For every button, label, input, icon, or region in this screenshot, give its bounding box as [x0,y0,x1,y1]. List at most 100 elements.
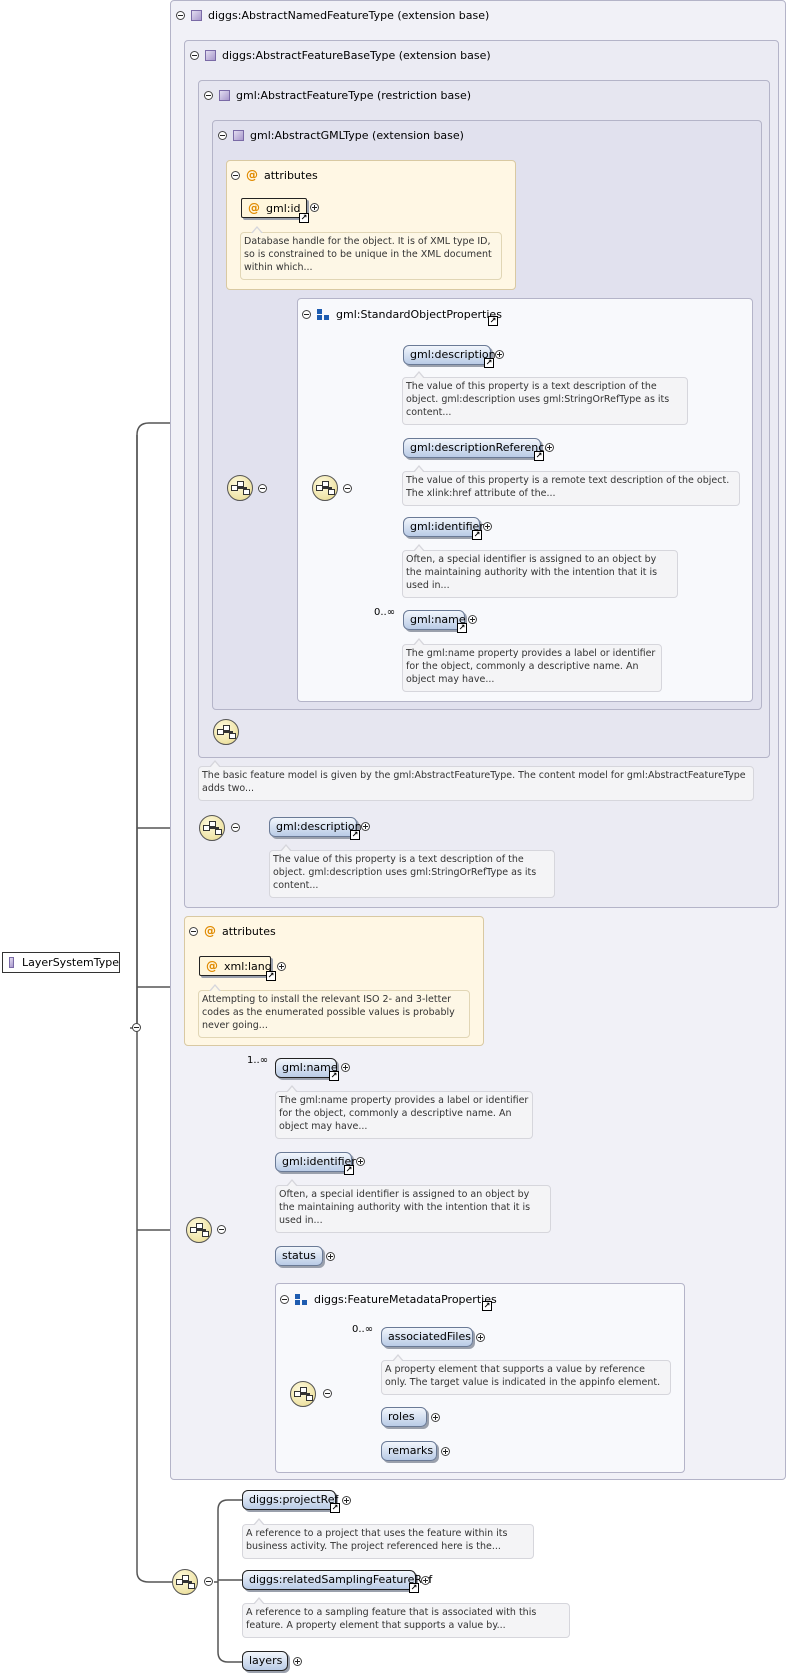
collapse-icon[interactable] [258,484,267,493]
reference-arrow-icon: ↗ [488,316,498,326]
xml-lang-attribute[interactable]: @xml:lang [199,956,272,976]
gml-description-reference-element[interactable]: gml:descriptionReference [403,438,551,458]
collapse-icon[interactable] [204,91,213,100]
complex-type-icon [9,957,15,968]
gml-description-doc: The value of this property is a text des… [269,844,555,898]
group-icon [317,309,330,320]
collapse-icon[interactable] [218,131,227,140]
reference-arrow-icon: ↗ [266,971,276,981]
gml-name-doc: The gml:name property provides a label o… [402,638,662,692]
expand-icon[interactable] [441,1447,450,1456]
gml-id-attribute[interactable]: @gml:id [241,198,307,218]
gml-id-doc: Database handle for the object. It is of… [240,226,502,280]
reference-arrow-icon: ↗ [350,830,360,840]
status-element[interactable]: status [275,1246,323,1266]
base-label: diggs:AbstractFeatureBaseType (extension… [222,49,491,62]
reference-arrow-icon: ↗ [472,530,482,540]
group-label: gml:StandardObjectProperties [336,308,502,321]
group-label: diggs:FeatureMetadataProperties [314,1293,497,1306]
expand-icon[interactable] [421,1576,430,1585]
expand-icon[interactable] [468,615,477,624]
roles-element[interactable]: roles [381,1407,427,1427]
collapse-icon[interactable] [204,1577,213,1586]
attribute-icon: @ [206,959,218,973]
complex-type-icon [191,10,202,21]
associated-files-doc: A property element that supports a value… [381,1354,671,1395]
attribute-icon: @ [204,924,216,938]
gml-description-reference-doc: The value of this property is a remote t… [402,465,740,506]
root-label: LayerSystemType [22,956,119,969]
collapse-icon[interactable] [231,823,240,832]
reference-arrow-icon: ↗ [344,1165,354,1175]
expand-icon[interactable] [431,1413,440,1422]
expand-icon[interactable] [293,1657,302,1666]
gml-identifier-element[interactable]: gml:identifier [403,517,484,537]
feature-model-doc: The basic feature model is given by the … [198,760,754,801]
collapse-icon[interactable] [280,1295,289,1304]
reference-arrow-icon: ↗ [534,451,544,461]
reference-arrow-icon: ↗ [330,1503,340,1513]
related-sampling-feature-ref-element[interactable]: diggs:relatedSamplingFeatureRef [242,1570,432,1590]
complex-type-icon [205,50,216,61]
sequence-icon [172,1569,198,1595]
group-icon [295,1294,308,1305]
expand-icon[interactable] [310,203,319,212]
multiplicity-label: 0..∞ [352,1324,374,1335]
sequence-icon [227,475,253,501]
gml-description-element[interactable]: gml:description [403,345,496,365]
expand-icon[interactable] [545,443,554,452]
expand-icon[interactable] [495,350,504,359]
element-label: gml:name [282,1061,338,1074]
reference-arrow-icon: ↗ [329,1071,339,1081]
reference-arrow-icon: ↗ [482,1301,492,1311]
layers-element[interactable]: layers [242,1651,288,1671]
gml-name-element[interactable]: gml:name [403,610,466,630]
expand-icon[interactable] [356,1157,365,1166]
sequence-icon [312,475,338,501]
collapse-icon[interactable] [189,926,198,936]
project-ref-element[interactable]: diggs:projectRef [242,1490,338,1510]
gml-name-doc: The gml:name property provides a label o… [275,1085,533,1139]
reference-arrow-icon: ↗ [457,623,467,633]
gml-identifier-element[interactable]: gml:identifier [275,1152,356,1172]
expand-icon[interactable] [361,822,370,831]
layer-system-type-root[interactable]: LayerSystemType [2,952,120,973]
gml-identifier-doc: Often, a special identifier is assigned … [402,544,678,598]
gml-name-element[interactable]: gml:name [275,1058,338,1078]
base-label: diggs:AbstractNamedFeatureType (extensio… [208,9,490,22]
collapse-icon[interactable] [217,1225,226,1234]
related-sampling-feature-ref-doc: A reference to a sampling feature that i… [242,1597,570,1638]
element-label: gml:descriptionReference [410,441,552,454]
base-label: gml:AbstractGMLType (extension base) [250,129,464,142]
multiplicity-label: 1..∞ [247,1055,269,1066]
element-label: layers [249,1654,283,1667]
collapse-icon[interactable] [190,51,199,60]
reference-arrow-icon: ↗ [409,1583,419,1593]
associated-files-element[interactable]: associatedFiles [381,1327,473,1347]
element-label: roles [388,1410,415,1423]
collapse-icon[interactable] [302,310,311,319]
collapse-icon[interactable] [343,484,352,493]
reference-arrow-icon: ↗ [299,213,309,223]
project-ref-doc: A reference to a project that uses the f… [242,1518,534,1559]
xml-lang-doc: Attempting to install the relevant ISO 2… [198,984,470,1038]
collapse-icon[interactable] [132,1023,141,1032]
gml-description-element[interactable]: gml:description [269,817,362,837]
gml-identifier-doc: Often, a special identifier is assigned … [275,1179,551,1233]
collapse-icon[interactable] [231,170,240,180]
sequence-icon [290,1381,316,1407]
expand-icon[interactable] [342,1496,351,1505]
element-label: gml:name [410,613,466,626]
collapse-icon[interactable] [176,11,185,20]
expand-icon[interactable] [341,1063,350,1072]
base-label: gml:AbstractFeatureType (restriction bas… [236,89,472,102]
element-label: gml:identifier [410,520,484,533]
gml-id-label: gml:id [266,202,301,215]
expand-icon[interactable] [476,1333,485,1342]
remarks-element[interactable]: remarks [381,1441,437,1461]
collapse-icon[interactable] [323,1389,332,1398]
attributes-label: attributes [264,168,318,182]
expand-icon[interactable] [277,962,286,971]
expand-icon[interactable] [483,522,492,531]
expand-icon[interactable] [326,1252,335,1261]
